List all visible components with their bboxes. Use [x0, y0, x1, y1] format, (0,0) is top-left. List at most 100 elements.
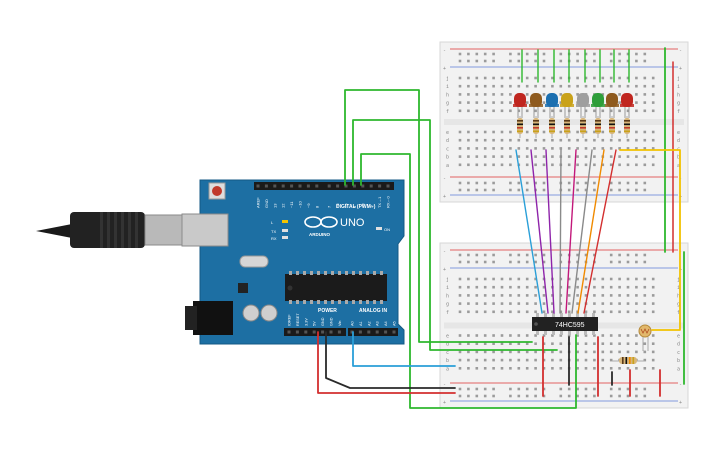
strip-hole[interactable] — [626, 310, 630, 314]
strip-hole[interactable] — [534, 358, 537, 362]
strip-hole[interactable] — [601, 84, 605, 88]
strip-hole[interactable] — [542, 109, 546, 113]
strip-hole[interactable] — [509, 342, 512, 345]
strip-hole[interactable] — [584, 147, 588, 150]
strip-hole[interactable] — [509, 163, 512, 167]
strip-hole[interactable] — [467, 109, 470, 113]
strip-hole[interactable] — [643, 155, 647, 158]
strip-hole[interactable] — [483, 76, 487, 80]
rail-hole[interactable] — [509, 253, 512, 257]
rail-hole[interactable] — [626, 253, 630, 257]
strip-hole[interactable] — [559, 76, 563, 80]
strip-hole[interactable] — [534, 76, 537, 80]
rail-hole[interactable] — [483, 260, 487, 264]
strip-hole[interactable] — [492, 93, 495, 96]
strip-hole[interactable] — [635, 84, 638, 88]
strip-hole[interactable] — [467, 138, 470, 142]
strip-hole[interactable] — [525, 138, 529, 142]
strip-hole[interactable] — [618, 350, 621, 354]
rail-hole[interactable] — [626, 387, 630, 391]
strip-hole[interactable] — [525, 109, 529, 113]
rail-hole[interactable] — [517, 181, 521, 185]
rail-hole[interactable] — [467, 181, 470, 185]
rail-hole[interactable] — [483, 387, 487, 391]
dc-power-jack[interactable] — [193, 301, 233, 335]
strip-hole[interactable] — [601, 285, 605, 289]
strip-hole[interactable] — [500, 334, 504, 337]
strip-hole[interactable] — [542, 84, 546, 88]
strip-hole[interactable] — [525, 302, 529, 305]
strip-hole[interactable] — [635, 109, 638, 113]
led[interactable] — [592, 93, 604, 107]
strip-hole[interactable] — [525, 350, 529, 354]
strip-hole[interactable] — [542, 93, 546, 96]
strip-hole[interactable] — [467, 155, 470, 158]
led-data-wire[interactable] — [583, 149, 617, 314]
strip-hole[interactable] — [643, 147, 647, 150]
rail-hole[interactable] — [467, 394, 470, 398]
strip-hole[interactable] — [593, 294, 596, 297]
strip-hole[interactable] — [567, 294, 571, 297]
strip-hole[interactable] — [534, 334, 537, 337]
strip-hole[interactable] — [467, 147, 470, 150]
strip-hole[interactable] — [517, 155, 521, 158]
strip-hole[interactable] — [601, 334, 605, 337]
strip-hole[interactable] — [626, 285, 630, 289]
header-pin[interactable] — [378, 184, 382, 188]
strip-hole[interactable] — [559, 147, 563, 150]
rail-hole[interactable] — [534, 52, 537, 56]
strip-hole[interactable] — [618, 138, 621, 142]
strip-hole[interactable] — [609, 138, 613, 142]
strip-hole[interactable] — [551, 302, 554, 305]
strip-hole[interactable] — [576, 285, 579, 289]
rail-hole[interactable] — [517, 387, 521, 391]
strip-hole[interactable] — [500, 294, 504, 297]
strip-hole[interactable] — [458, 93, 462, 96]
strip-hole[interactable] — [500, 310, 504, 314]
rail-hole[interactable] — [475, 387, 479, 391]
strip-hole[interactable] — [467, 350, 470, 354]
strip-hole[interactable] — [651, 76, 655, 80]
strip-hole[interactable] — [643, 342, 647, 345]
rail-hole[interactable] — [517, 260, 521, 264]
data-pin-wire[interactable] — [344, 89, 533, 343]
strip-hole[interactable] — [609, 155, 613, 158]
strip-hole[interactable] — [635, 334, 638, 337]
strip-hole[interactable] — [593, 367, 596, 370]
led[interactable] — [546, 93, 558, 107]
rail-hole[interactable] — [643, 394, 647, 398]
strip-hole[interactable] — [517, 138, 521, 142]
header-pin[interactable] — [287, 330, 291, 334]
latch-pin-wire[interactable] — [352, 119, 558, 351]
strip-hole[interactable] — [618, 294, 621, 297]
rail-hole[interactable] — [534, 59, 537, 63]
rail-hole[interactable] — [618, 181, 621, 185]
header-pin[interactable] — [290, 184, 294, 188]
rail-hole[interactable] — [559, 52, 563, 56]
header-pin[interactable] — [329, 330, 333, 334]
rail-hole[interactable] — [559, 59, 563, 63]
strip-hole[interactable] — [492, 84, 495, 88]
rail-hole[interactable] — [643, 260, 647, 264]
strip-hole[interactable] — [651, 101, 655, 104]
header-pin[interactable] — [273, 184, 277, 188]
strip-hole[interactable] — [626, 302, 630, 305]
rail-hole[interactable] — [542, 52, 546, 56]
strip-hole[interactable] — [559, 302, 563, 305]
strip-hole[interactable] — [643, 138, 647, 142]
strip-hole[interactable] — [483, 277, 487, 281]
rail-hole[interactable] — [593, 181, 596, 185]
resistor[interactable] — [549, 118, 555, 134]
strip-hole[interactable] — [576, 163, 579, 167]
strip-hole[interactable] — [559, 310, 563, 314]
strip-hole[interactable] — [635, 342, 638, 345]
strip-hole[interactable] — [567, 147, 571, 150]
resistor[interactable] — [609, 118, 615, 134]
strip-hole[interactable] — [593, 155, 596, 158]
strip-hole[interactable] — [517, 76, 521, 80]
rail-hole[interactable] — [525, 52, 529, 56]
strip-hole[interactable] — [618, 277, 621, 281]
strip-hole[interactable] — [517, 294, 521, 297]
wires[interactable] — [317, 47, 685, 409]
strip-hole[interactable] — [601, 93, 605, 96]
